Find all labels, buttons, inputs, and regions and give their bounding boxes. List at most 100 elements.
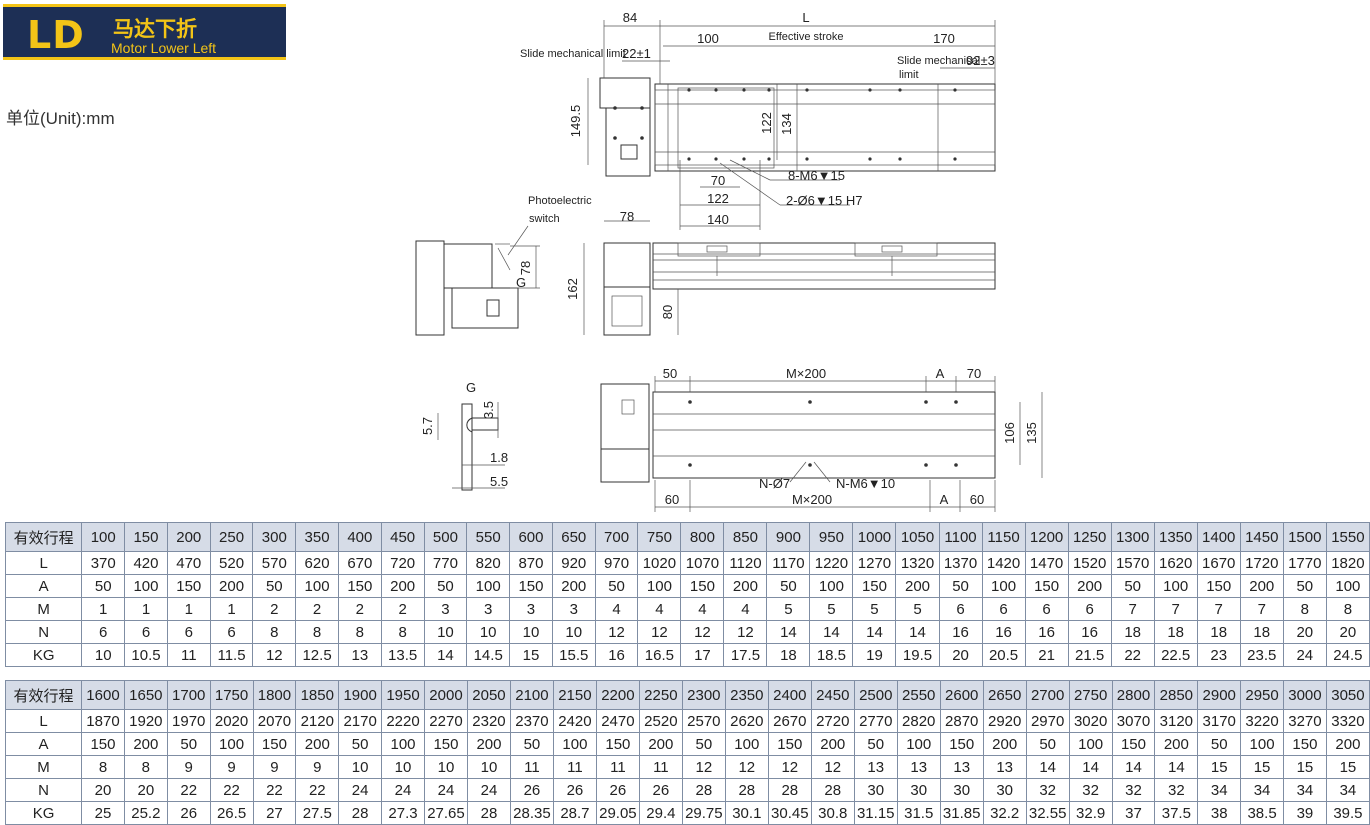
dim-60-left: 60	[665, 492, 679, 507]
table-cell: 600	[509, 522, 553, 552]
table-cell: 2320	[467, 709, 511, 733]
table-cell: 800	[680, 522, 725, 552]
table-cell: 2570	[681, 709, 726, 733]
table-cell: 50	[1110, 574, 1155, 598]
table-cell: 12	[767, 755, 812, 779]
row-label-cell: M	[4, 597, 83, 621]
table-cell: 470	[166, 551, 211, 575]
table-cell: 34	[1325, 778, 1370, 802]
table-cell: 3120	[1154, 709, 1199, 733]
table-cell: 770	[423, 551, 468, 575]
table-cell: 4	[637, 597, 682, 621]
table-cell: 27.3	[381, 801, 425, 825]
table-cell: 25	[81, 801, 125, 825]
table-cell: 24	[467, 778, 511, 802]
table-cell: 150	[166, 574, 211, 598]
table-cell: 1520	[1067, 551, 1112, 575]
table-cell: 2070	[252, 709, 297, 733]
table-cell: 19.5	[895, 643, 940, 667]
table-cell: 150	[680, 574, 725, 598]
dim-1-8: 1.8	[490, 450, 508, 465]
table-cell: 28.35	[509, 801, 554, 825]
table-cell: 16	[594, 643, 639, 667]
table-cell: 14	[1111, 755, 1156, 779]
table-cell: 13	[853, 755, 898, 779]
table-cell: 11	[166, 643, 211, 667]
table-cell: 21.5	[1067, 643, 1112, 667]
table-cell: 11	[638, 755, 683, 779]
table-cell: 23	[1196, 643, 1241, 667]
table-cell: 12	[252, 643, 297, 667]
table-cell: 200	[895, 574, 940, 598]
table-cell: 27.5	[295, 801, 340, 825]
table-cell: 2120	[295, 709, 340, 733]
table-cell: 11	[509, 755, 554, 779]
table-cell: 9	[209, 755, 254, 779]
table-cell: 2450	[810, 680, 855, 710]
table-cell: 100	[552, 732, 597, 756]
table-cell: 420	[124, 551, 168, 575]
table-cell: 10.5	[124, 643, 168, 667]
table-cell: 1920	[123, 709, 168, 733]
table-cell: 21	[1024, 643, 1069, 667]
table-cell: 20.5	[981, 643, 1026, 667]
table-cell: 3170	[1197, 709, 1242, 733]
table-cell: 700	[594, 522, 639, 552]
table-cell: 8	[380, 620, 425, 644]
table-cell: 1870	[81, 709, 125, 733]
table-cell: 11	[552, 755, 597, 779]
model-badge: LD 马达下折 Motor Lower Left	[3, 4, 286, 60]
table-cell: 1500	[1282, 522, 1327, 552]
table-cell: 250	[209, 522, 254, 552]
table-cell: 970	[594, 551, 639, 575]
table-cell: 20	[938, 643, 983, 667]
slide-limit-right-label-1: Slide mechanical	[897, 55, 980, 67]
table-cell: 26	[552, 778, 597, 802]
table-cell: 32	[1068, 778, 1113, 802]
table-cell: 2420	[552, 709, 597, 733]
table-cell: 3	[423, 597, 468, 621]
table-cell: 24	[423, 778, 469, 802]
table-cell: 2220	[381, 709, 425, 733]
bottom-view: 50 M×200 A 70 106 135 N-Ø7 N-M6▼10 60 M×…	[600, 366, 1043, 512]
table-cell: 8	[123, 755, 168, 779]
table-cell: 720	[380, 551, 425, 575]
table-cell: 1	[166, 597, 211, 621]
table-cell: 2800	[1111, 680, 1156, 710]
table-cell: 3	[466, 597, 511, 621]
table-cell: 1350	[1153, 522, 1198, 552]
table-cell: 1570	[1110, 551, 1155, 575]
table-cell: 18	[1196, 620, 1241, 644]
table-cell: 30	[982, 778, 1027, 802]
table-cell: 50	[509, 732, 554, 756]
table-cell: 50	[252, 574, 297, 598]
table-cell: 28	[810, 778, 855, 802]
dim-135: 135	[1024, 422, 1039, 444]
table-cell: 1200	[1024, 522, 1069, 552]
table-cell: 200	[295, 732, 340, 756]
table-cell: 100	[981, 574, 1026, 598]
table-cell: 50	[1197, 732, 1242, 756]
table-cell: 28.7	[552, 801, 597, 825]
table-cell: 16	[1024, 620, 1069, 644]
dim-92: 92±3	[966, 53, 995, 68]
table-cell: 16	[938, 620, 983, 644]
table-cell: 24.5	[1325, 643, 1370, 667]
table-cell: 100	[81, 522, 126, 552]
table-cell: 200	[1154, 732, 1199, 756]
table-cell: 100	[209, 732, 254, 756]
table-cell: 1000	[852, 522, 897, 552]
table-cell: 2900	[1197, 680, 1242, 710]
table-cell: 37	[1111, 801, 1156, 825]
dim-mx200-top: M×200	[786, 366, 826, 381]
table-cell: 920	[551, 551, 596, 575]
table-cell: 100	[1068, 732, 1113, 756]
table-cell: 28	[767, 778, 812, 802]
dim-L: L	[802, 10, 809, 25]
table-cell: 1620	[1153, 551, 1198, 575]
table-cell: 100	[724, 732, 769, 756]
